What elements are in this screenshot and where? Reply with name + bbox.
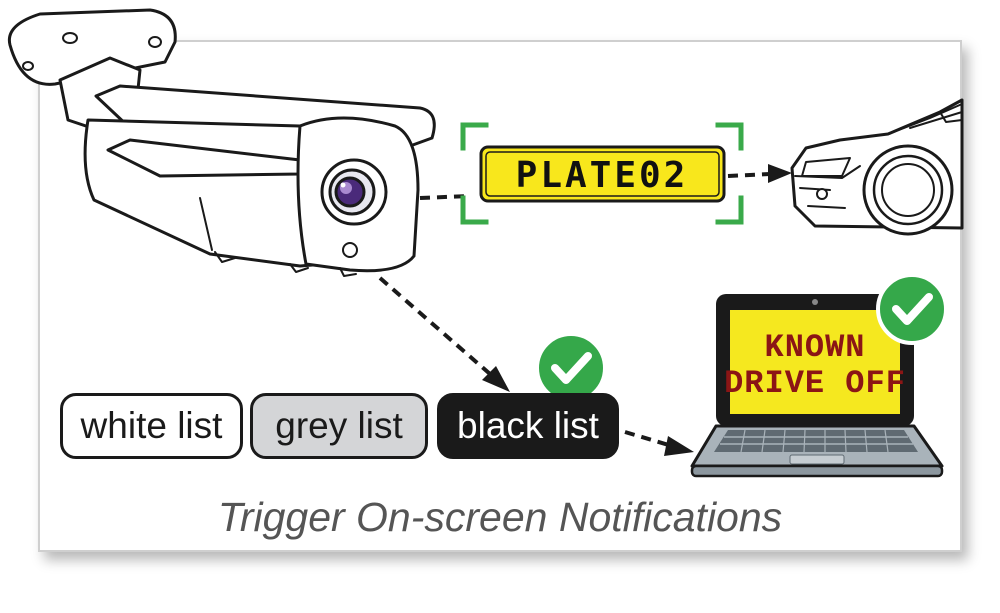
security-camera-icon: [7, 8, 436, 277]
car-icon: [790, 98, 964, 236]
checkmark-badge-icon: [876, 273, 948, 345]
plate-number: PLATE02: [516, 155, 689, 196]
arrowhead-icon: [482, 366, 510, 392]
checkmark-badge-icon: [535, 332, 607, 404]
dashed-line-plate-car: [727, 172, 771, 178]
grey-list-label: grey list: [275, 405, 403, 446]
laptop-screen-line1: KNOWN: [764, 329, 865, 366]
laptop-screen-line2: DRIVE OFF: [724, 365, 906, 402]
diagram-caption: Trigger On-screen Notifications: [217, 494, 783, 540]
arrowhead-icon: [768, 164, 792, 183]
black-list-label: black list: [457, 405, 599, 446]
white-list-badge: white list: [60, 393, 243, 459]
license-plate: PLATE02: [479, 145, 726, 203]
black-list-badge: black list: [437, 393, 619, 459]
laptop-icon: KNOWN DRIVE OFF: [690, 294, 944, 478]
arrowhead-icon: [664, 436, 694, 456]
dashed-line-camera-list: [378, 276, 492, 376]
dashed-line-list-laptop: [624, 430, 673, 448]
plate-detection-frame: [460, 122, 744, 225]
white-list-label: white list: [80, 405, 223, 446]
grey-list-badge: grey list: [250, 393, 428, 459]
